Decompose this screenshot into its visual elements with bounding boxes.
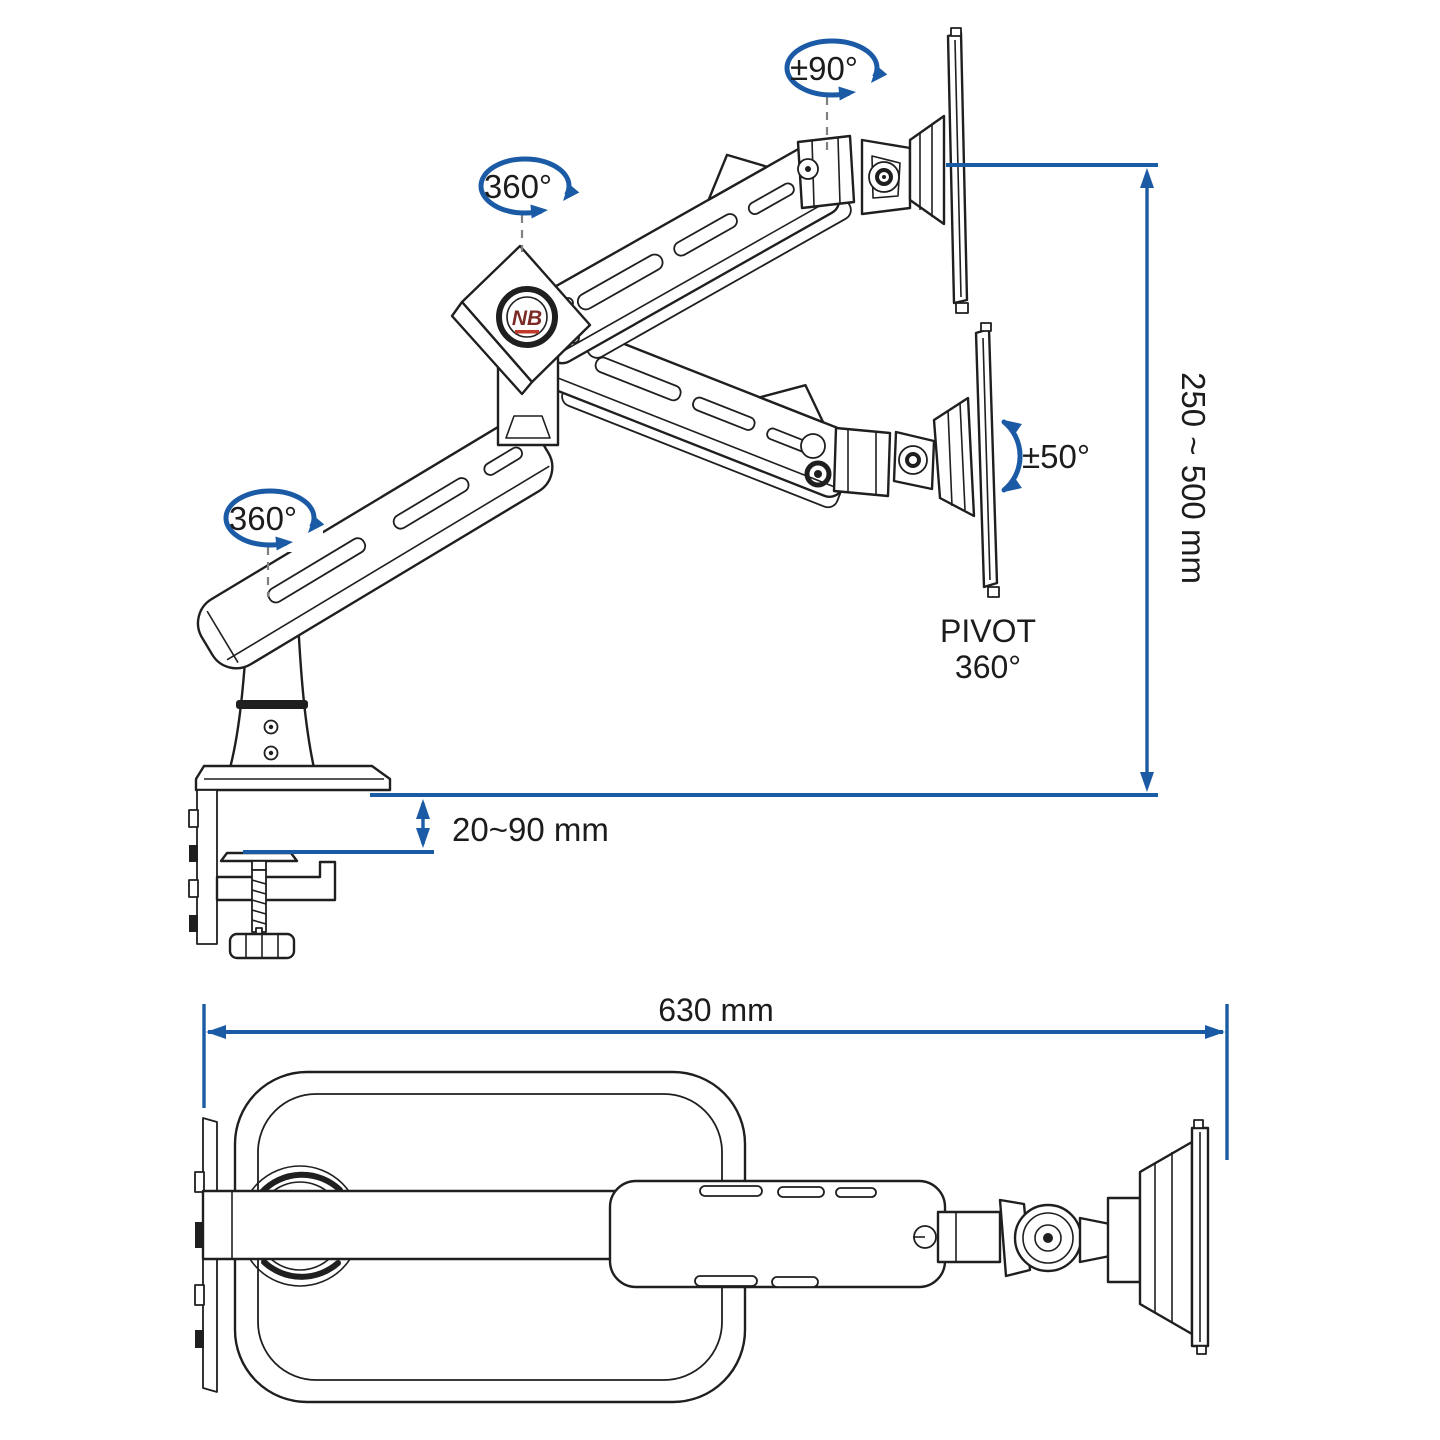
arm-pivot-bolt [804,460,832,488]
tilt-label: ±50° [1022,438,1090,475]
desk-thickness-dimension: 20~90 mm [243,799,609,854]
side-view: NB ±90° 360° [188,27,1212,960]
pivot-label-line1: PIVOT [940,613,1036,649]
arm-pivot-bolt [800,433,826,459]
rotation-annotation-top: ±90° [784,38,888,102]
desk-thickness-label: 20~90 mm [452,811,609,848]
rotation-base-label: 360° [229,500,297,537]
length-dimension: 630 mm [202,992,1229,1160]
rotation-annotation-upper: 360° [478,156,580,220]
arm-top-view [201,1179,947,1289]
desk-clamp [188,764,392,960]
elbow-joint: NB [450,244,592,447]
nb-logo: NB [496,286,558,348]
rotation-annotation-base: 360° [223,488,325,552]
height-dimension: 250 ~ 500 mm [370,163,1212,797]
head-top-view [936,1119,1210,1355]
rotation-upper-label: 360° [484,168,552,205]
height-range-label: 250 ~ 500 mm [1175,372,1212,584]
arm-length-label: 630 mm [658,992,774,1028]
vesa-head-down [832,322,1000,598]
rotation-top-label: ±90° [790,50,858,87]
pivot-label-line2: 360° [955,649,1021,685]
tilt-annotation: ±50° [1001,419,1090,493]
top-view: 630 mm [194,992,1229,1404]
nb-logo-text: NB [512,307,542,330]
lower-arm [196,420,554,670]
pivot-annotation: PIVOT 360° [940,613,1036,685]
vesa-head-up [796,27,969,314]
spring-arm-down [533,319,860,509]
